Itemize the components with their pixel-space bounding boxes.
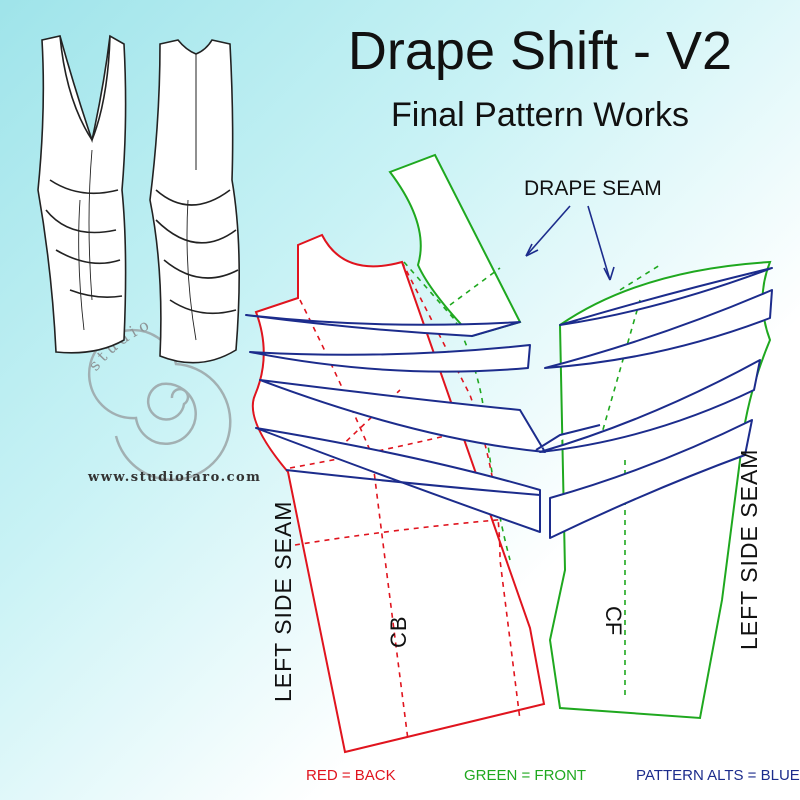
pattern-alts bbox=[245, 267, 773, 539]
legend-front: GREEN = FRONT bbox=[464, 767, 587, 784]
cf-label: CF bbox=[601, 606, 626, 636]
dress-sketch-front bbox=[37, 34, 127, 354]
drape-seam-arrows bbox=[525, 205, 615, 281]
legend-back: RED = BACK bbox=[306, 767, 396, 784]
dress-sketch-back bbox=[149, 39, 240, 364]
website-url: www.studiofaro.com bbox=[88, 470, 262, 485]
left-side-seam-label: LEFT SIDE SEAM bbox=[270, 500, 296, 702]
right-side-seam-label: LEFT SIDE SEAM bbox=[736, 448, 762, 650]
page-title: Drape Shift - V2 bbox=[347, 21, 733, 81]
cb-label: CB bbox=[386, 615, 411, 648]
page-subtitle: Final Pattern Works bbox=[391, 96, 689, 134]
legend-alts: PATTERN ALTS = BLUE bbox=[636, 767, 800, 784]
drape-seam-label: DRAPE SEAM bbox=[524, 177, 662, 200]
studio-faro-logo bbox=[87, 328, 232, 482]
